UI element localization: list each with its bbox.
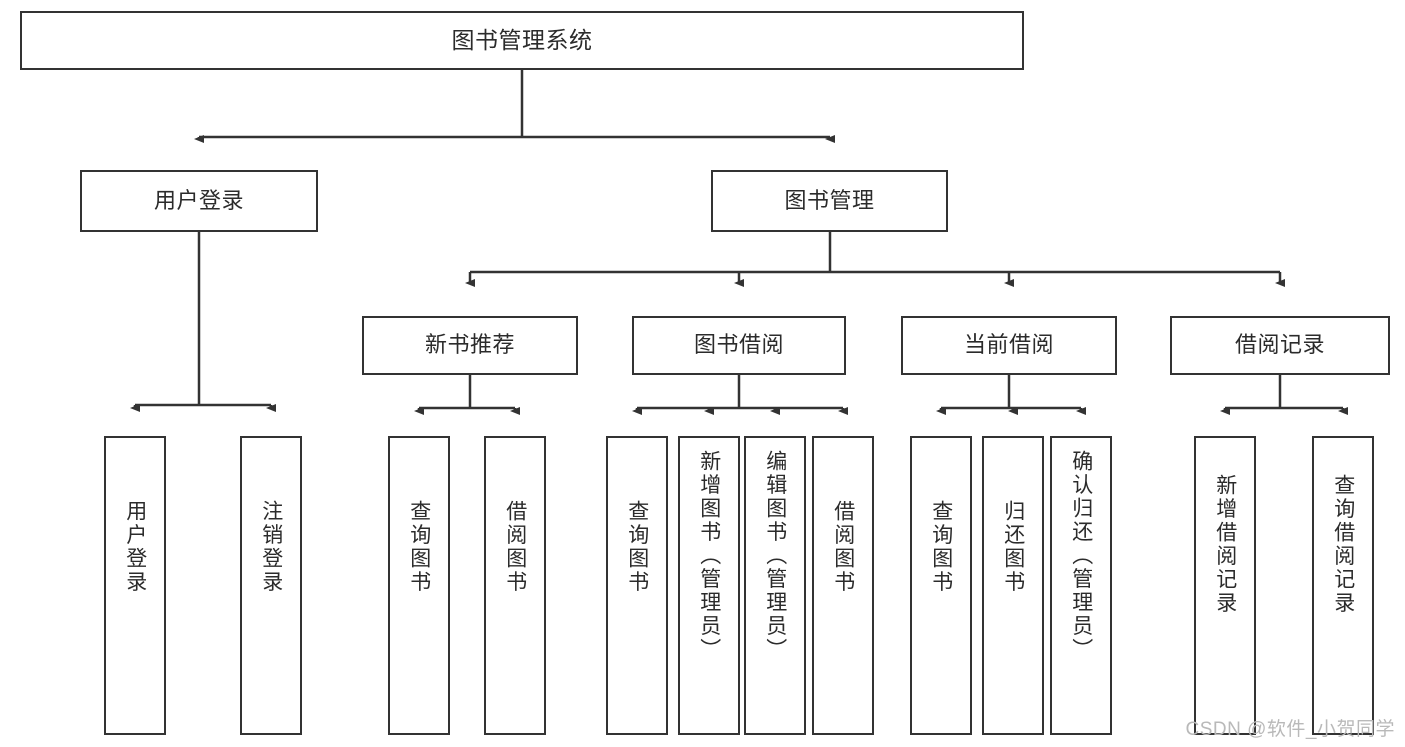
node-book-manage[interactable]: 图书管理 bbox=[711, 170, 948, 232]
node-current-borrow-label: 当前借阅 bbox=[963, 332, 1054, 358]
edge-bookborrow-to-leaves bbox=[632, 375, 848, 415]
node-leaf-return-book[interactable]: 归还图书 bbox=[982, 436, 1044, 735]
node-book-borrow-label: 图书借阅 bbox=[693, 332, 784, 358]
node-borrow-record[interactable]: 借阅记录 bbox=[1170, 316, 1390, 375]
node-leaf-user-login[interactable]: 用户登录 bbox=[104, 436, 166, 735]
node-leaf-user-login-label: 用户登录 bbox=[123, 500, 147, 594]
node-leaf-add-record-label: 新增借阅记录 bbox=[1213, 474, 1237, 615]
node-borrow-record-label: 借阅记录 bbox=[1234, 332, 1325, 358]
node-leaf-query-record-label: 查询借阅记录 bbox=[1331, 474, 1355, 615]
node-leaf-logout[interactable]: 注销登录 bbox=[240, 436, 302, 735]
node-leaf-add-book[interactable]: 新增图书（管理员） bbox=[678, 436, 740, 735]
edge-currentborrow-to-leaves bbox=[936, 375, 1086, 415]
edge-root-to-level2 bbox=[194, 70, 835, 143]
node-leaf-edit-book-label: 编辑图书（管理员） bbox=[763, 450, 787, 662]
node-new-book-rec-label: 新书推荐 bbox=[424, 332, 515, 358]
node-leaf-return-book-label: 归还图书 bbox=[1001, 500, 1025, 594]
csdn-watermark: CSDN @软件_小贺同学 bbox=[1185, 719, 1395, 740]
node-leaf-query-book-1[interactable]: 查询图书 bbox=[388, 436, 450, 735]
node-leaf-query-book-3-label: 查询图书 bbox=[929, 500, 953, 594]
node-leaf-query-book-2[interactable]: 查询图书 bbox=[606, 436, 668, 735]
node-user-login-label: 用户登录 bbox=[153, 187, 244, 213]
node-leaf-confirm-return[interactable]: 确认归还（管理员） bbox=[1050, 436, 1112, 735]
node-current-borrow[interactable]: 当前借阅 bbox=[901, 316, 1117, 375]
node-leaf-borrow-book-2[interactable]: 借阅图书 bbox=[812, 436, 874, 735]
node-root-label: 图书管理系统 bbox=[451, 26, 593, 53]
node-leaf-borrow-book-1-label: 借阅图书 bbox=[503, 500, 527, 594]
node-leaf-query-book-3[interactable]: 查询图书 bbox=[910, 436, 972, 735]
node-leaf-query-record[interactable]: 查询借阅记录 bbox=[1312, 436, 1374, 735]
node-leaf-edit-book[interactable]: 编辑图书（管理员） bbox=[744, 436, 806, 735]
node-leaf-add-book-label: 新增图书（管理员） bbox=[697, 450, 721, 662]
node-root[interactable]: 图书管理系统 bbox=[20, 11, 1024, 70]
node-leaf-confirm-return-label: 确认归还（管理员） bbox=[1069, 450, 1093, 662]
node-leaf-query-book-2-label: 查询图书 bbox=[625, 500, 649, 594]
node-new-book-rec[interactable]: 新书推荐 bbox=[362, 316, 578, 375]
node-leaf-add-record[interactable]: 新增借阅记录 bbox=[1194, 436, 1256, 735]
node-book-manage-label: 图书管理 bbox=[784, 187, 875, 213]
node-leaf-borrow-book-2-label: 借阅图书 bbox=[831, 500, 855, 594]
node-leaf-borrow-book-1[interactable]: 借阅图书 bbox=[484, 436, 546, 735]
node-book-borrow[interactable]: 图书借阅 bbox=[632, 316, 846, 375]
edge-userlogin-to-leaves bbox=[130, 232, 276, 412]
edge-newbook-to-leaves bbox=[414, 375, 520, 415]
node-user-login[interactable]: 用户登录 bbox=[80, 170, 318, 232]
edge-bookmanage-to-level3 bbox=[465, 232, 1285, 287]
edge-borrowrecord-to-leaves bbox=[1220, 375, 1348, 415]
node-leaf-logout-label: 注销登录 bbox=[259, 500, 283, 594]
node-leaf-query-book-1-label: 查询图书 bbox=[407, 500, 431, 594]
